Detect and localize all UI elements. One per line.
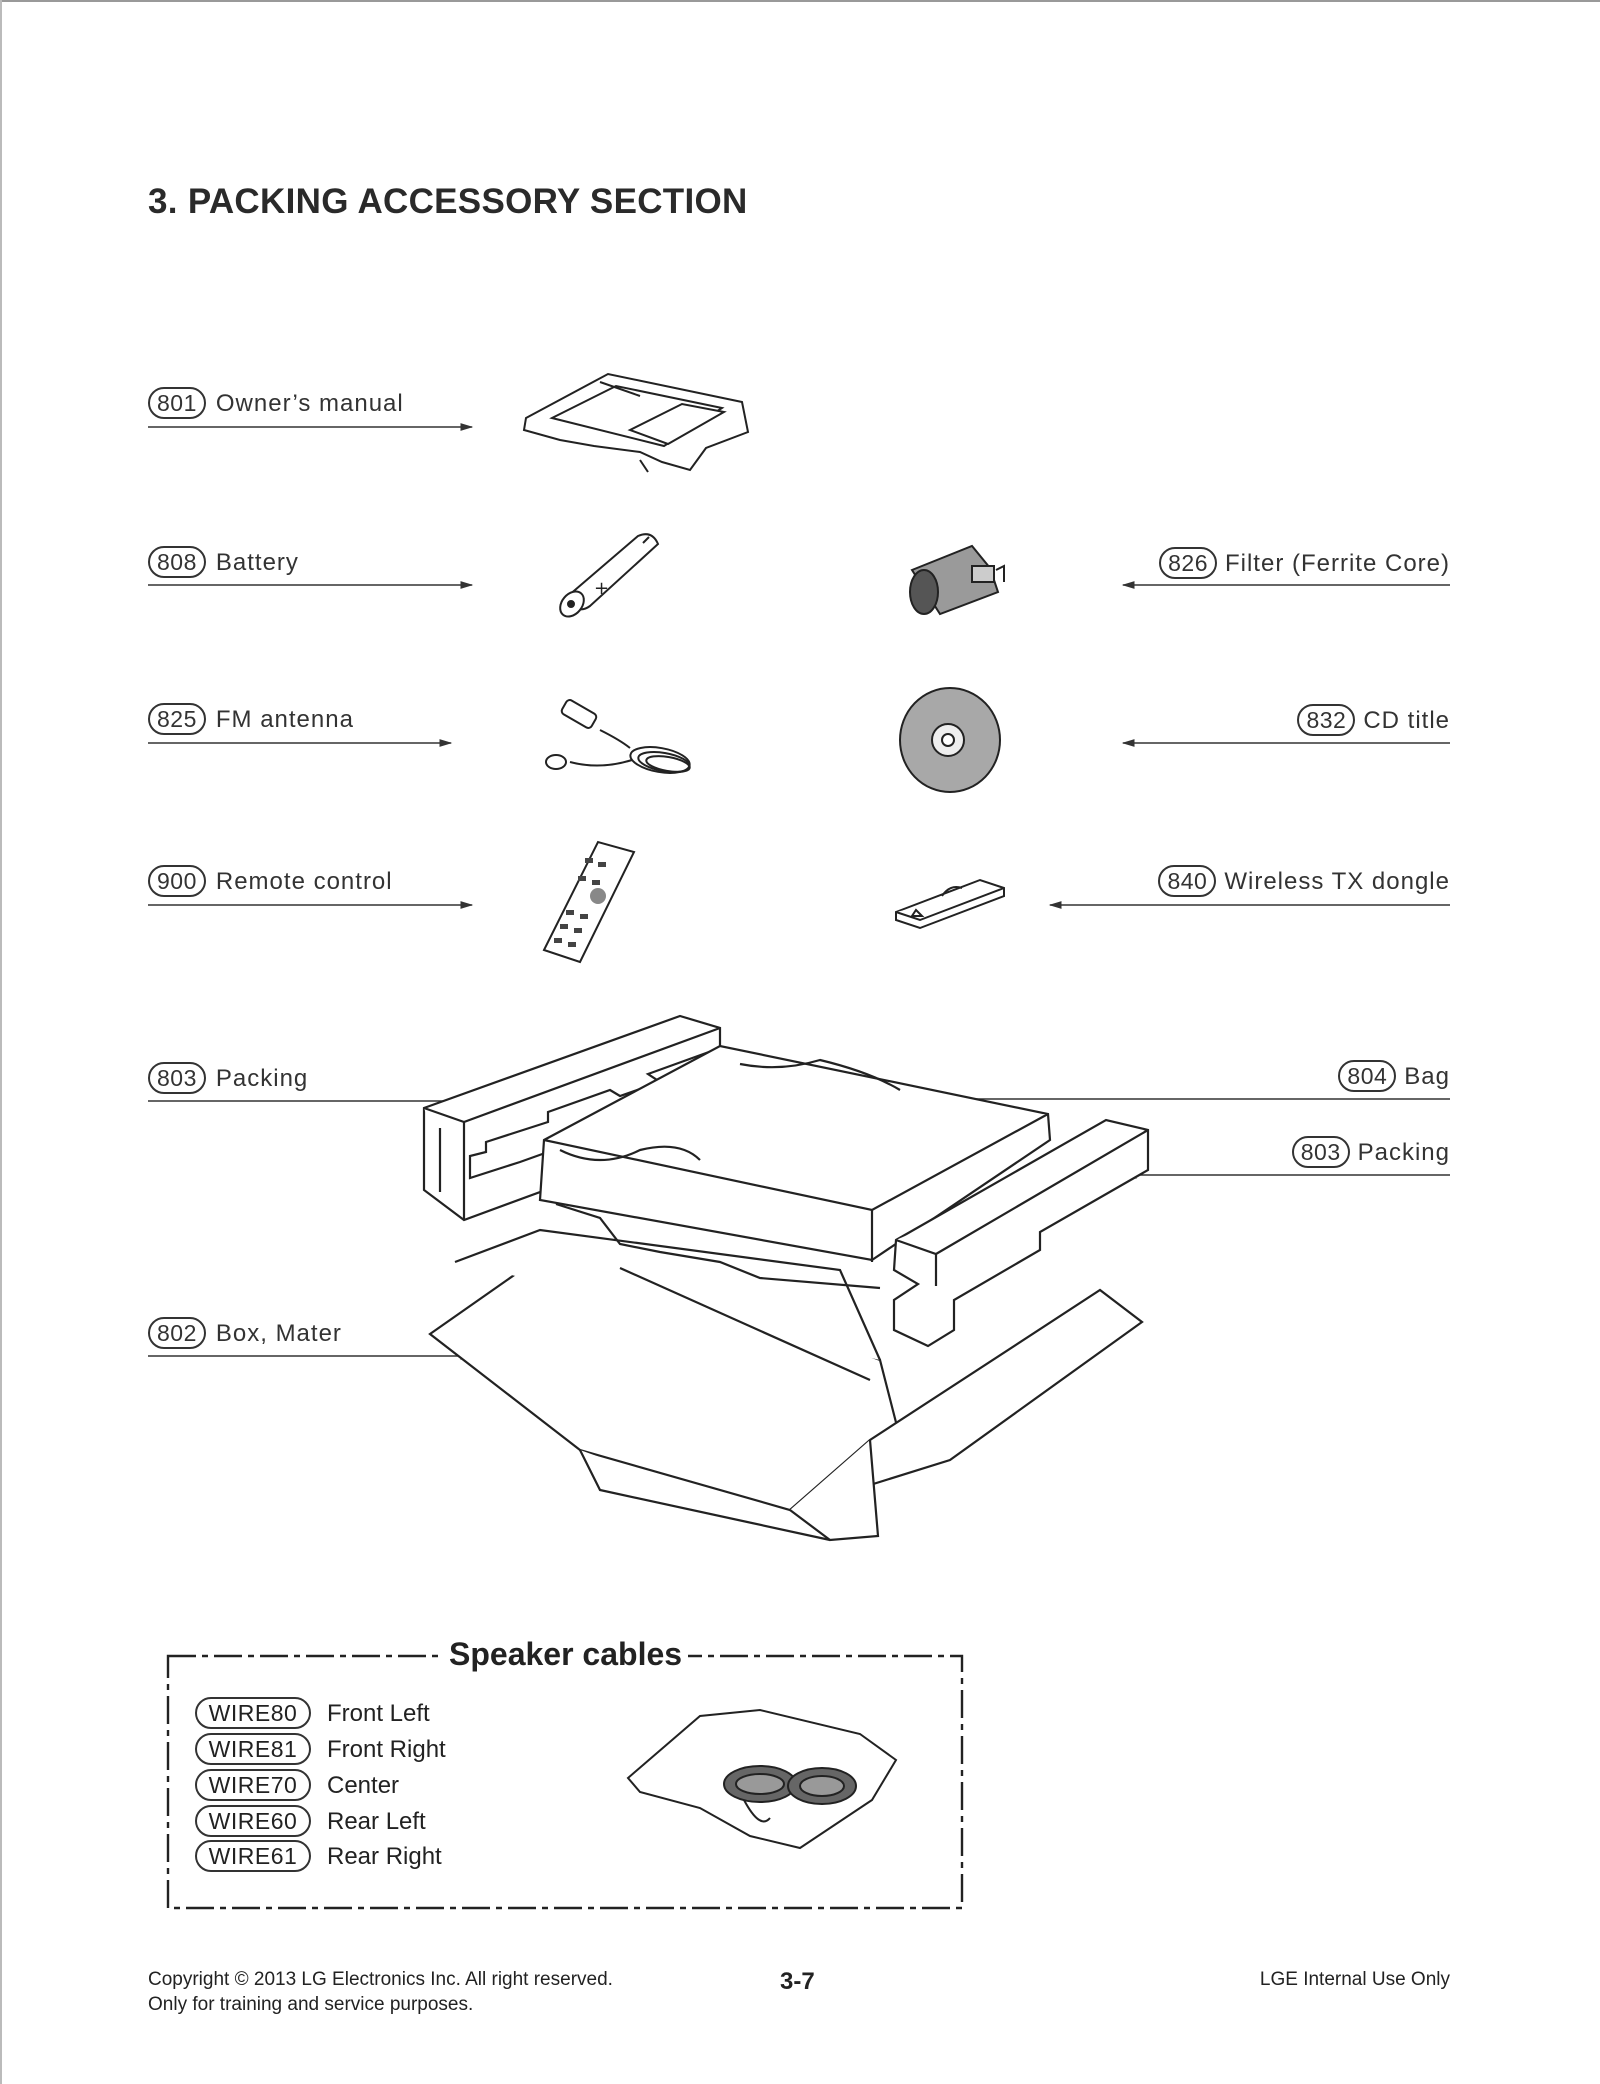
wire-name: Front Left [327, 1700, 430, 1727]
remote-control-illustration [542, 840, 636, 964]
speaker-cable-row: WIRE70 Center [195, 1769, 399, 1801]
wire-code-badge: WIRE61 [195, 1840, 311, 1872]
part-label-832: 832 CD title [1297, 704, 1450, 736]
box-illustration [428, 1228, 1144, 1542]
page-number: 3-7 [780, 1968, 815, 1995]
left-border [0, 0, 2, 2084]
wire-name: Center [327, 1772, 400, 1799]
part-code-badge: 826 [1159, 547, 1217, 579]
part-name: Wireless TX dongle [1224, 868, 1450, 895]
owners-manual-illustration [522, 372, 750, 473]
part-name: Box, Mater [215, 1320, 342, 1347]
part-label-900: 900 Remote control [148, 865, 393, 897]
ferrite-core-illustration [909, 544, 1005, 616]
part-label-803-left: 803 Packing [148, 1062, 308, 1094]
speaker-cables-bag-illustration [626, 1708, 898, 1850]
part-code-badge: 803 [1291, 1136, 1350, 1168]
speaker-cable-row: WIRE61 Rear Right [195, 1840, 442, 1872]
part-code-badge: 808 [148, 546, 206, 578]
part-name: Bag [1404, 1063, 1450, 1090]
part-code-badge: 802 [148, 1317, 206, 1349]
footer-note: Only for training and service purposes. [148, 1994, 474, 2015]
part-code-badge: 840 [1158, 865, 1217, 897]
part-name: CD title [1363, 707, 1450, 734]
right-packing-illustration [892, 1118, 1150, 1348]
part-label-803-right: 803 Packing [1291, 1136, 1450, 1168]
fm-antenna-illustration [545, 699, 691, 774]
part-label-840: 840 Wireless TX dongle [1158, 865, 1450, 897]
part-label-808: 808 Battery [148, 546, 299, 578]
part-code-badge: 900 [148, 865, 206, 897]
part-code-badge: 803 [148, 1062, 206, 1094]
part-label-826: 826 Filter (Ferrite Core) [1159, 547, 1450, 579]
wire-code-badge: WIRE60 [195, 1805, 311, 1837]
cd-illustration [899, 687, 1001, 793]
speaker-cables-title: Speaker cables [443, 1636, 689, 1673]
wire-code-badge: WIRE70 [195, 1769, 311, 1801]
wire-name: Front Right [327, 1736, 446, 1763]
part-label-825: 825 FM antenna [148, 703, 354, 735]
part-name: FM antenna [215, 706, 354, 733]
speaker-cable-row: WIRE81 Front Right [195, 1733, 446, 1765]
part-label-804: 804 Bag [1338, 1060, 1450, 1092]
part-name: Owner’s manual [215, 390, 404, 417]
part-label-801: 801 Owner’s manual [148, 387, 404, 419]
wire-name: Rear Left [327, 1808, 426, 1835]
top-border [0, 0, 1600, 2]
svg-text:+: + [594, 578, 609, 599]
part-name: Remote control [215, 868, 393, 895]
part-code-badge: 832 [1297, 704, 1356, 736]
part-code-badge: 825 [148, 703, 206, 735]
wireless-dongle-illustration [895, 878, 1005, 930]
part-name: Packing [1357, 1139, 1450, 1166]
speaker-cable-row: WIRE60 Rear Left [195, 1805, 426, 1837]
part-name: Filter (Ferrite Core) [1224, 550, 1450, 577]
page-title: 3. PACKING ACCESSORY SECTION [148, 182, 748, 221]
battery-illustration: + [559, 533, 660, 618]
part-name: Battery [215, 549, 299, 576]
footer-copyright: Copyright © 2013 LG Electronics Inc. All… [148, 1969, 613, 1990]
part-code-badge: 804 [1338, 1060, 1397, 1092]
footer-internal: LGE Internal Use Only [1259, 1969, 1450, 1990]
part-label-802: 802 Box, Mater [148, 1317, 342, 1349]
bag-illustration [538, 1044, 1052, 1290]
speaker-cable-row: WIRE80 Front Left [195, 1697, 430, 1729]
wire-name: Rear Right [327, 1843, 442, 1870]
part-code-badge: 801 [148, 387, 206, 419]
wire-code-badge: WIRE81 [195, 1733, 311, 1765]
part-name: Packing [215, 1065, 309, 1092]
wire-code-badge: WIRE80 [195, 1697, 311, 1729]
